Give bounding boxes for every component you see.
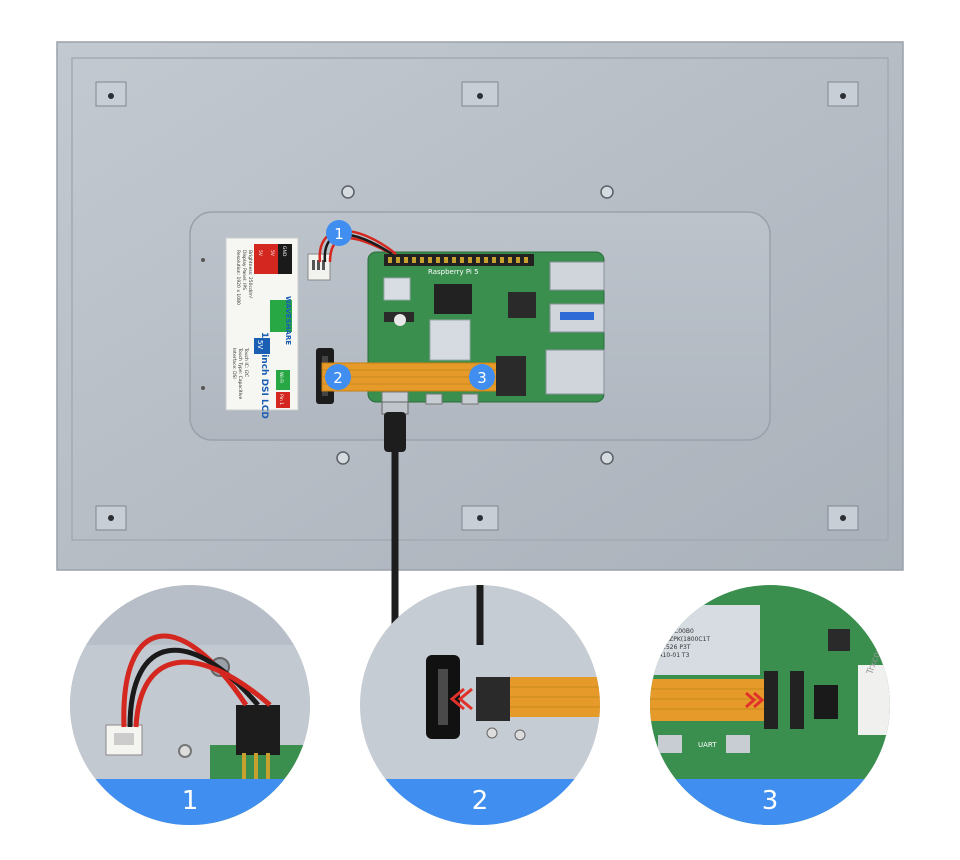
sticker-feature: Interface: DSI bbox=[231, 348, 237, 379]
sticker-note: Resolution: 1920 x 1080 bbox=[235, 250, 241, 305]
sticker-pin: 5V bbox=[269, 250, 275, 257]
detail-circle-power: 1 bbox=[70, 585, 310, 825]
display-back-panel: 13.3inch DSI LCD WAVESHARE 5V Resolution… bbox=[56, 41, 904, 590]
callout-3: 3 bbox=[477, 369, 487, 387]
callout-badge: 3 bbox=[469, 364, 495, 390]
sticker-tag: Wi-Fi bbox=[278, 372, 284, 383]
chip-text: RP1D0C00B0 bbox=[654, 628, 694, 635]
mount-bracket bbox=[95, 81, 859, 531]
detail-label-1: 1 bbox=[70, 779, 310, 825]
usb-label: UART bbox=[698, 741, 717, 749]
callout-1: 1 bbox=[334, 225, 344, 243]
sticker-voltage: 5V bbox=[256, 340, 264, 349]
sticker-pin: 5V bbox=[257, 250, 263, 257]
callout-badge: 2 bbox=[325, 364, 351, 390]
sticker-feature: Touch Type: Capacitive bbox=[237, 347, 243, 400]
sticker-tag: Pin 1 bbox=[278, 394, 284, 405]
panel-illustration: 13.3inch DSI LCD WAVESHARE 5V Resolution… bbox=[56, 41, 904, 590]
sticker-pin: GND bbox=[281, 246, 287, 257]
callout-2: 2 bbox=[333, 369, 343, 387]
sticker-product: 13.3inch DSI LCD bbox=[259, 332, 269, 419]
callout-badge: 1 bbox=[326, 220, 352, 246]
detail-label-2: 2 bbox=[360, 779, 600, 825]
chip-text: NA10-01 T3 bbox=[654, 652, 690, 659]
sticker-note: Brightness: 250cd/m² bbox=[247, 250, 253, 299]
chip-text: TN2526 P3T bbox=[653, 644, 691, 651]
sticker-note: Display Panel: IPS bbox=[241, 250, 247, 290]
sticker-feature: Touch IC: I2C bbox=[243, 347, 249, 377]
board-label: Raspberry Pi 5 bbox=[428, 268, 479, 276]
usb-c-cable bbox=[384, 412, 406, 452]
sticker-brand: WAVESHARE bbox=[284, 296, 292, 345]
product-sticker: 13.3inch DSI LCD WAVESHARE 5V Resolution… bbox=[225, 237, 299, 419]
detail-circle-pi: RP1D0C00B0 2T12ZPK(1800C1T TN2526 P3T NA… bbox=[650, 585, 890, 825]
detail-circle-dsi: 2 bbox=[360, 585, 600, 825]
detail-label-3: 3 bbox=[650, 779, 890, 825]
chip-text: 2T12ZPK(1800C1T bbox=[654, 636, 710, 643]
